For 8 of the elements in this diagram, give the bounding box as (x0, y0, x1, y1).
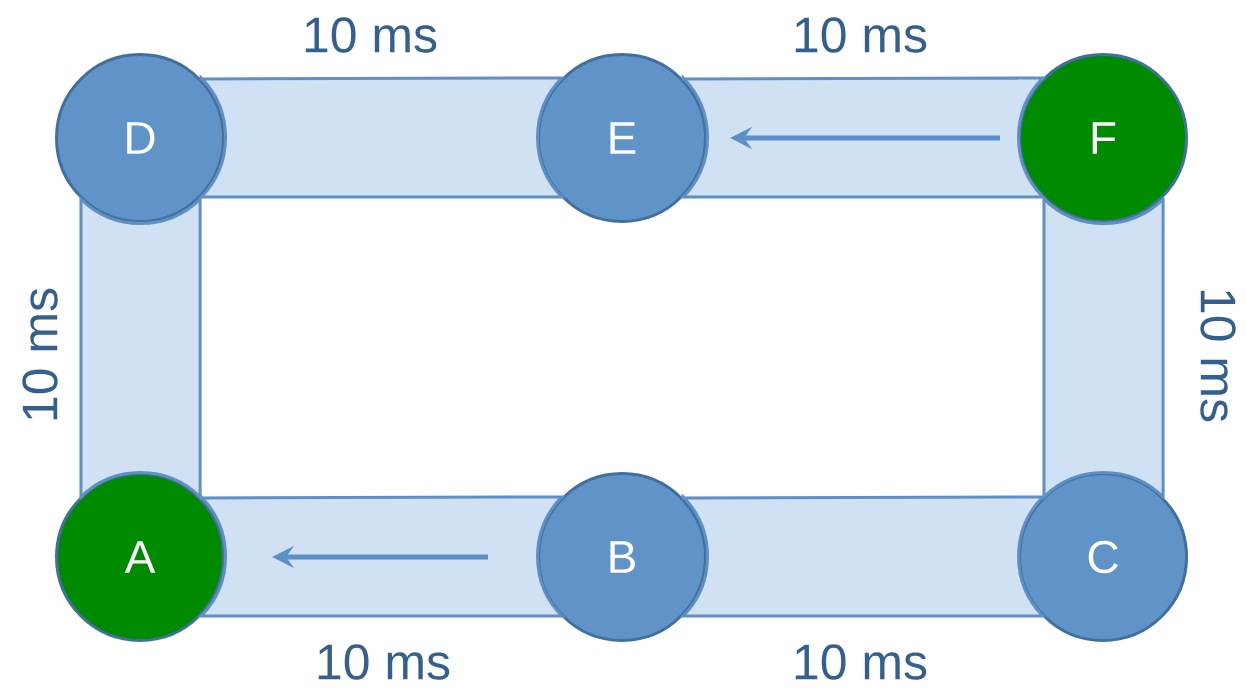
edge-label: 10 ms (22, 288, 58, 420)
link-band (199, 76, 564, 199)
edge-label: 10 ms (305, 17, 437, 53)
edge-label: 10 ms (1200, 290, 1236, 422)
edge-label: 10 ms (318, 644, 450, 680)
edge-label: 10 ms (795, 17, 927, 53)
edge-label: 10 ms (795, 644, 927, 680)
link-band (681, 495, 1045, 618)
